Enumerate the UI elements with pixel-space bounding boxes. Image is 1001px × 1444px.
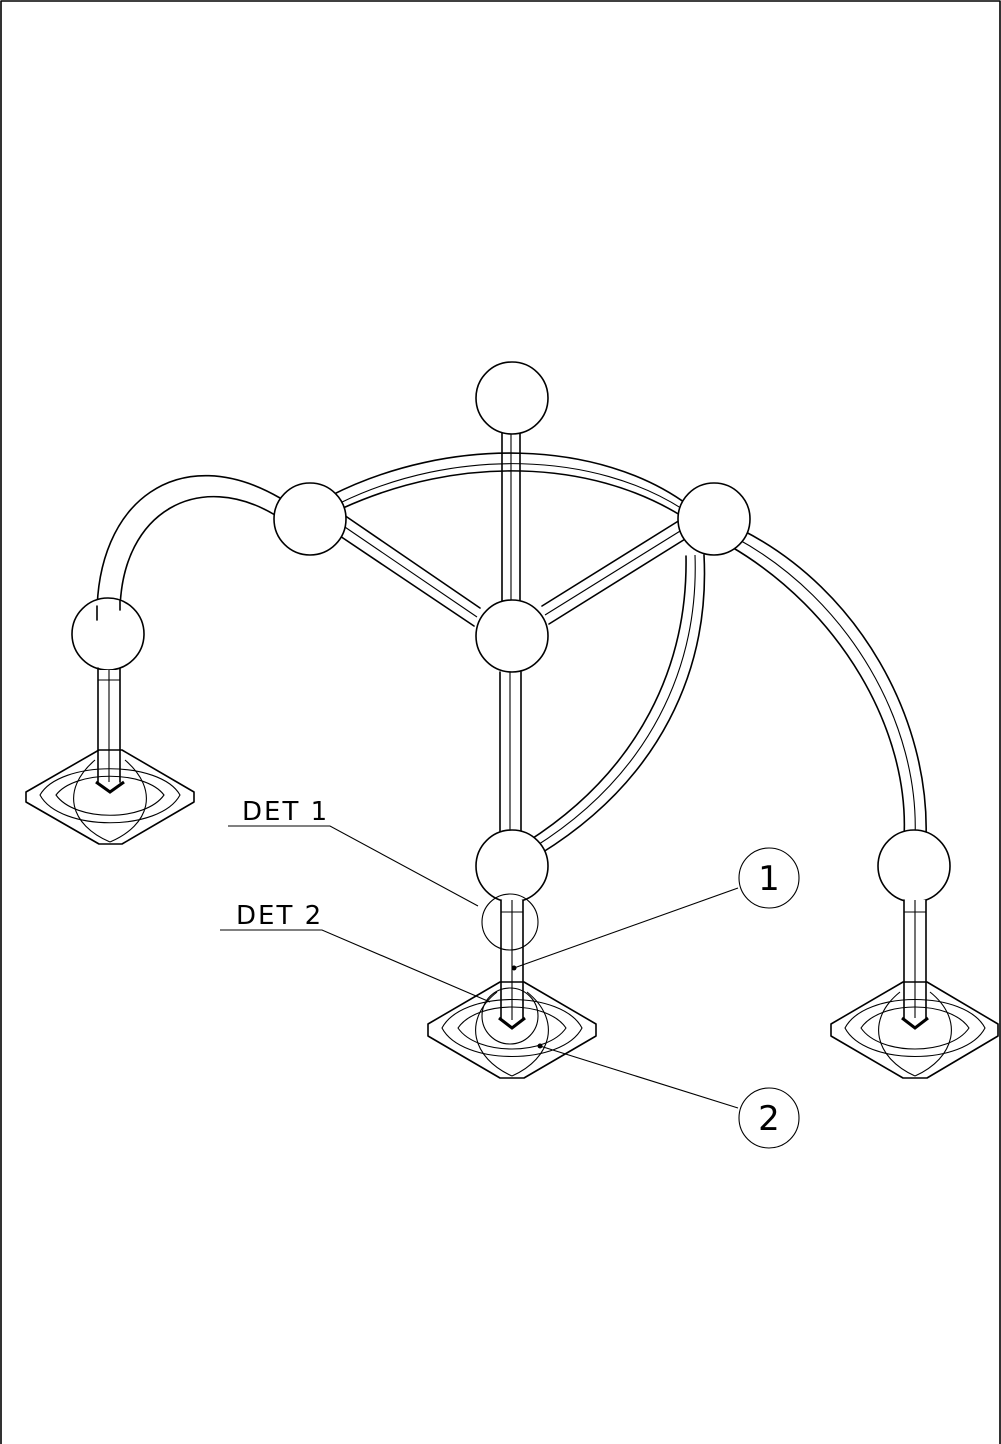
item-2-balloon: [738, 1087, 800, 1149]
item-1-balloon: [738, 847, 800, 909]
right-diagonal-pipe: [541, 519, 691, 625]
right-upper-ball: [677, 482, 751, 556]
right-arch: [729, 529, 927, 839]
item-2-number: 2: [758, 1099, 780, 1139]
item1-leader: [511, 887, 739, 971]
vertical-upper-pipe: [501, 429, 521, 613]
left-leg-ball: [71, 597, 145, 671]
top-arc: [329, 452, 689, 516]
item-1-number: 1: [758, 859, 780, 899]
det2-label: DET 2: [236, 901, 323, 931]
right-leg-ball: [877, 829, 951, 903]
item2-leader: [537, 1043, 739, 1109]
left-diagonal-pipe: [333, 514, 481, 627]
center-base-plate: [427, 981, 597, 1079]
right-leg-post: [903, 899, 927, 1019]
inner-arc: [526, 554, 706, 855]
detail-1-circle: [481, 893, 539, 951]
det1-label: DET 1: [242, 797, 329, 827]
left-upper-ball: [273, 482, 347, 556]
center-leg-ball: [475, 829, 549, 903]
right-base-plate: [830, 981, 999, 1079]
detail-2-circle: [481, 987, 539, 1045]
left-leg-post: [97, 667, 121, 783]
center-ball: [475, 599, 549, 673]
center-leg-post: [500, 899, 524, 1021]
left-arch: [96, 474, 281, 621]
left-base-plate: [25, 749, 195, 845]
vertical-lower-pipe: [499, 671, 522, 839]
det2-leader: [220, 929, 491, 1003]
det1-leader: [228, 825, 479, 907]
top-ball: [475, 361, 549, 435]
